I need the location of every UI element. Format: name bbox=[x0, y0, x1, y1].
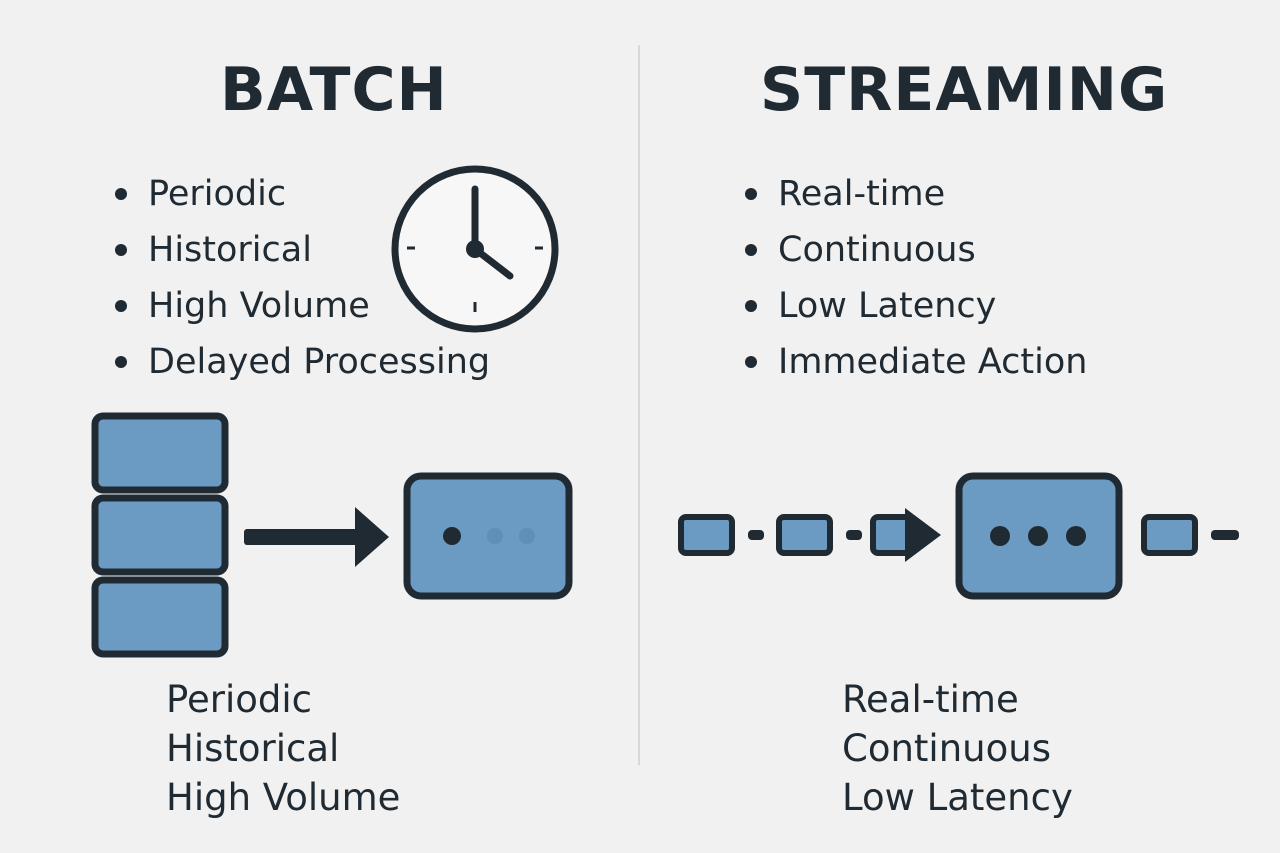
batch-bullet-list: Periodic Historical High Volume Delayed … bbox=[115, 166, 490, 390]
batch-block bbox=[91, 412, 229, 494]
batch-processor-box bbox=[403, 472, 573, 600]
batch-caption: High Volume bbox=[166, 776, 401, 819]
stream-packet bbox=[1141, 514, 1198, 556]
stream-pipeline bbox=[678, 472, 1239, 600]
batch-bullet: Historical bbox=[115, 222, 490, 278]
clock-icon bbox=[391, 165, 559, 333]
batch-block bbox=[91, 494, 229, 576]
batch-bullet: Delayed Processing bbox=[115, 334, 490, 390]
streaming-bullet-list: Real-time Continuous Low Latency Immedia… bbox=[745, 166, 1087, 390]
streaming-bullet: Real-time bbox=[745, 166, 1087, 222]
batch-bullet: Periodic bbox=[115, 166, 490, 222]
streaming-caption: Real-time bbox=[842, 678, 1019, 721]
stream-arrowhead-icon bbox=[905, 508, 941, 562]
streaming-caption: Low Latency bbox=[842, 776, 1073, 819]
batch-block bbox=[91, 576, 229, 658]
center-divider bbox=[638, 45, 640, 765]
streaming-bullet: Continuous bbox=[745, 222, 1087, 278]
stream-packet bbox=[678, 514, 735, 556]
batch-title: BATCH bbox=[220, 55, 448, 125]
batch-bullet: High Volume bbox=[115, 278, 490, 334]
streaming-caption-list: Real-time Continuous Low Latency bbox=[842, 675, 1073, 822]
batch-caption-list: Periodic Historical High Volume bbox=[166, 675, 400, 822]
batch-caption: Historical bbox=[166, 727, 340, 770]
streaming-caption: Continuous bbox=[842, 727, 1051, 770]
batch-arrow-icon bbox=[244, 507, 389, 567]
batch-data-stack bbox=[91, 412, 229, 658]
batch-caption: Periodic bbox=[166, 678, 312, 721]
stream-packet bbox=[776, 514, 833, 556]
streaming-title: STREAMING bbox=[760, 55, 1169, 125]
streaming-bullet: Low Latency bbox=[745, 278, 1087, 334]
streaming-bullet: Immediate Action bbox=[745, 334, 1087, 390]
